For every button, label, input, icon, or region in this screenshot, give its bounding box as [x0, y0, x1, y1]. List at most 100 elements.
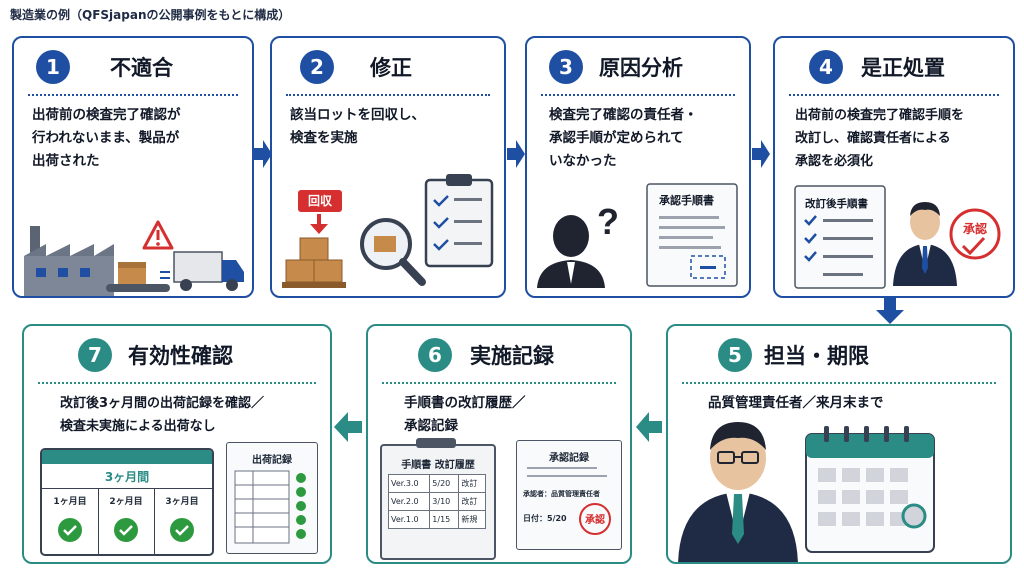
month-label: 3ヶ月目 [165, 497, 199, 507]
step-description: 改訂後3ヶ月間の出荷記録を確認／ 検査未実施による出荷なし [60, 396, 265, 434]
check-circle-icon [296, 529, 306, 539]
step-number: 7 [78, 338, 112, 372]
step-card-7: 7 有効性確認 改訂後3ヶ月間の出荷記録を確認／ 検査未実施による出荷なし 3ヶ… [22, 324, 332, 564]
table-row: Ver.3.0 5/20 改訂 [387, 474, 486, 493]
step-card-1: 1 不適合 出荷前の検査完了確認が 行われないまま、製品が 出荷された [12, 36, 254, 298]
page-title: 製造業の例（QFSjapanの公開事例をもとに構成） [10, 8, 291, 22]
divider [541, 94, 735, 96]
check-circle-icon [296, 473, 306, 483]
record-table [234, 470, 306, 544]
step-description: 手順書の改訂履歴／ 承認記録 [404, 395, 526, 434]
three-month-calendar: 3ヶ月間 1ヶ月目 2ヶ月目 3ヶ月目 [40, 448, 214, 556]
step-description: 該当ロットを回収し、 検査を実施 [290, 107, 425, 146]
arrow-left-icon [334, 412, 362, 442]
document-title: 改訂後手順書 [805, 198, 868, 210]
step-number: 2 [300, 50, 334, 84]
step-card-3: 3 原因分析 検査完了確認の責任者・ 承認手順が定められて いなかった ? 承認… [525, 36, 751, 298]
document-title: 承認手順書 [659, 194, 714, 207]
history-version: Ver.2.0 [387, 492, 431, 511]
boxes-icon [282, 237, 346, 288]
divider [382, 382, 616, 384]
history-type: 新規 [458, 510, 486, 529]
history-type: 改訂 [458, 492, 486, 511]
step-number: 1 [36, 50, 70, 84]
calendar-icon [805, 426, 935, 553]
check-circle-icon [170, 518, 194, 542]
step-title: 担当・期限 [764, 344, 869, 368]
step-description: 品質管理責任者／来月末まで [708, 395, 884, 411]
step-title: 不適合 [110, 56, 173, 80]
person-silhouette-icon [537, 215, 605, 288]
stamp-label: 承認 [962, 222, 987, 236]
arrow-right-icon [507, 140, 525, 168]
magnifier-icon [360, 218, 426, 286]
question-mark-icon: ? [597, 201, 619, 242]
step-number: 5 [718, 338, 752, 372]
revision-history-clipboard: 手順書 改訂履歴 Ver.3.0 5/20 改訂 Ver.2.0 3/10 改訂… [380, 438, 496, 560]
step-number: 6 [418, 338, 452, 372]
step-title: 修正 [370, 56, 412, 80]
step-title: 有効性確認 [128, 344, 233, 368]
box-icon [118, 262, 146, 284]
step-description: 出荷前の検査完了確認手順を 改訂し、確認責任者による 承認を必須化 [795, 108, 965, 169]
approval-date: 日付：5/20 [523, 514, 567, 523]
arrow-left-icon [636, 412, 662, 442]
history-type: 改訂 [458, 474, 486, 493]
history-date: 5/20 [429, 474, 460, 493]
root-cause-illustration: ? [537, 183, 738, 288]
shipping-record-document: 出荷記録 [226, 442, 318, 554]
manager-glasses-icon [678, 422, 798, 562]
period-label: 3ヶ月間 [104, 470, 150, 484]
step-title: 実施記録 [470, 344, 554, 368]
check-circle-icon [296, 501, 306, 511]
motion-lines [160, 271, 170, 279]
step-card-4: 4 是正処置 出荷前の検査完了確認手順を 改訂し、確認責任者による 承認を必須化… [773, 36, 1015, 298]
month-label: 1ヶ月目 [53, 497, 87, 507]
history-title: 手順書 改訂履歴 [401, 460, 475, 471]
owner-deadline-illustration [678, 422, 935, 562]
step-card-5: 5 担当・期限 品質管理責任者／来月末まで [666, 324, 1012, 564]
history-date: 1/15 [429, 510, 460, 529]
table-row: Ver.1.0 1/15 新規 [387, 510, 486, 529]
corrective-action-illustration [794, 185, 1001, 289]
arrow-right-icon [254, 140, 272, 168]
check-circles [58, 518, 194, 542]
approval-record-title: 承認記録 [549, 453, 589, 464]
divider [682, 382, 996, 384]
approver-text: 承認者：品質管理責任者 [523, 490, 600, 498]
history-table: Ver.3.0 5/20 改訂 Ver.2.0 3/10 改訂 Ver.1.0 … [387, 474, 486, 529]
step-description: 出荷前の検査完了確認が 行われないまま、製品が 出荷された [32, 107, 181, 169]
table-row: Ver.2.0 3/10 改訂 [387, 492, 486, 511]
divider [789, 94, 999, 96]
factory-icon [24, 226, 114, 296]
check-circle-icon [296, 515, 306, 525]
manager-icon [893, 202, 957, 286]
check-circle-icon [58, 518, 82, 542]
check-circle-icon [114, 518, 138, 542]
arrow-right-icon [752, 140, 770, 168]
clipboard-icon [424, 174, 494, 268]
step-title: 是正処置 [861, 56, 945, 80]
divider [38, 382, 316, 384]
recall-inspection-illustration [282, 174, 494, 288]
truck-icon [173, 251, 244, 291]
approval-record-document: 承認記録 承認者：品質管理責任者 日付：5/20 承認 [516, 440, 622, 550]
warning-icon [142, 220, 174, 250]
factory-shipping-illustration [24, 220, 244, 296]
divider [28, 94, 238, 96]
month-label: 2ヶ月目 [109, 497, 143, 507]
step-description: 検査完了確認の責任者・ 承認手順が定められて いなかった [549, 107, 698, 169]
step-number: 3 [549, 50, 583, 84]
check-circle-icon [296, 487, 306, 497]
recall-tag: 回収 [298, 190, 342, 212]
step-title: 原因分析 [599, 56, 683, 80]
history-version: Ver.3.0 [387, 474, 431, 493]
arrow-down-icon [876, 298, 904, 324]
step-number: 4 [809, 50, 843, 84]
approval-stamp-icon: 承認 [579, 503, 611, 535]
step-card-6: 6 実施記録 手順書の改訂履歴／ 承認記録 手順書 改訂履歴 Ver.3.0 5… [366, 324, 632, 564]
record-title: 出荷記録 [252, 455, 292, 466]
conveyor-belt [106, 284, 170, 292]
step-card-2: 2 修正 該当ロットを回収し、 検査を実施 回収 [270, 36, 506, 298]
arrow-down-icon [310, 214, 328, 234]
